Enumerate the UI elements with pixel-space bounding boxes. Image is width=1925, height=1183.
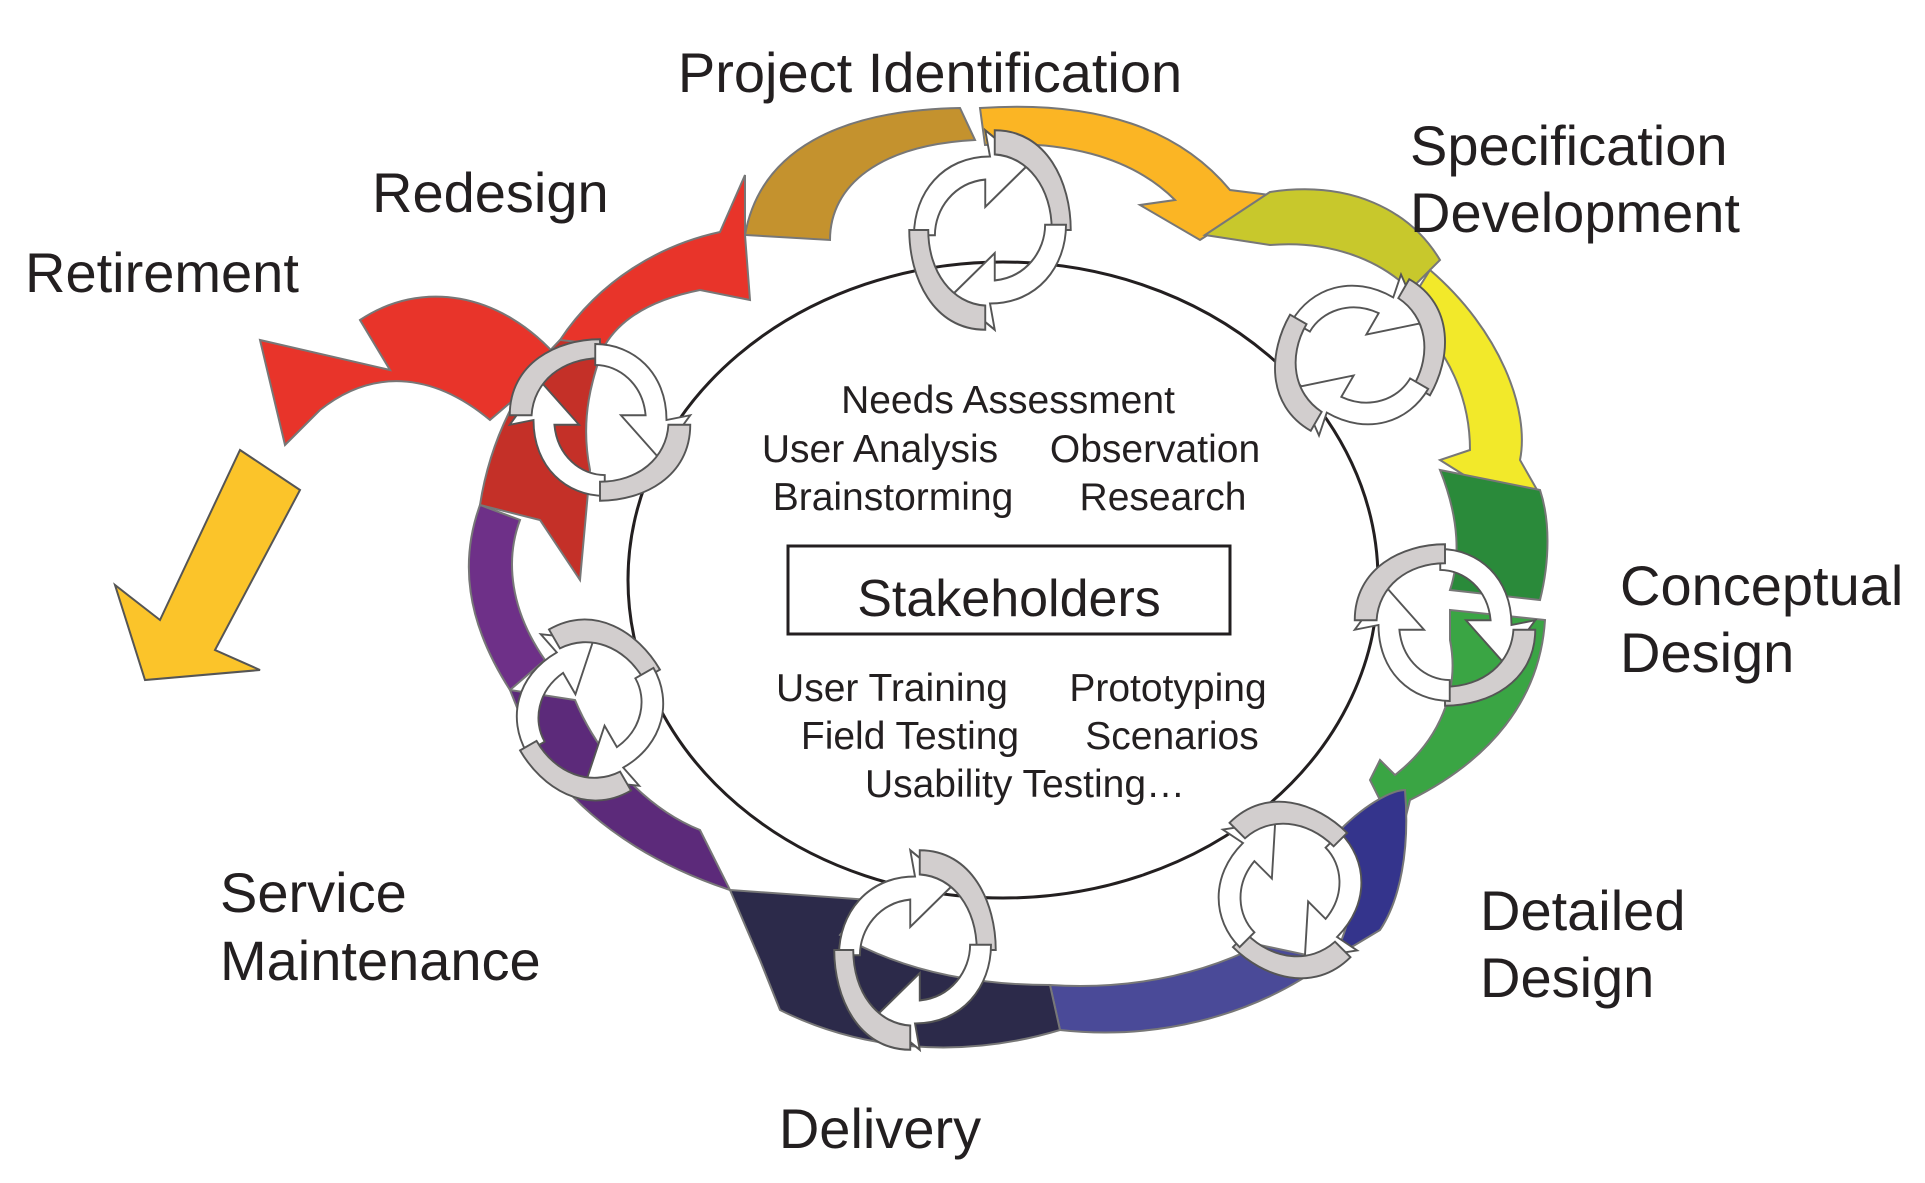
label-development: Development: [1410, 181, 1740, 244]
label-service: Service: [220, 861, 407, 924]
activity-needs-assessment: Needs Assessment: [841, 379, 1175, 422]
activity-user-analysis: User Analysis: [762, 428, 998, 471]
label-retirement: Retirement: [25, 241, 299, 304]
stakeholders-label: Stakeholders: [857, 570, 1161, 628]
arrow-retirement: [258, 295, 562, 447]
stakeholders-box: [786, 544, 1232, 636]
activity-user-training: User Training: [776, 667, 1008, 710]
label-detailed-design: Design: [1480, 946, 1654, 1009]
label-conceptual: Conceptual: [1620, 554, 1903, 617]
label-conceptual-design: Design: [1620, 621, 1794, 684]
label-detailed: Detailed: [1480, 879, 1685, 942]
activity-usability-testing: Usability Testing…: [865, 763, 1185, 806]
activity-prototyping: Prototyping: [1069, 667, 1266, 710]
label-specification: Specification: [1410, 114, 1728, 177]
label-project-identification: Project Identification: [678, 41, 1182, 104]
label-delivery: Delivery: [779, 1097, 981, 1160]
activity-brainstorming: Brainstorming: [773, 476, 1014, 519]
activity-scenarios: Scenarios: [1085, 715, 1258, 758]
arrow-spec-to-concept: [1202, 188, 1442, 292]
arrow-project-identification: [743, 106, 977, 242]
label-maintenance: Maintenance: [220, 929, 541, 992]
arrow-service-to-redesign: [467, 503, 547, 692]
activity-research: Research: [1080, 476, 1247, 519]
activity-observation: Observation: [1050, 428, 1260, 471]
label-redesign: Redesign: [372, 161, 609, 224]
arrow-redesign-to-project: [558, 174, 752, 347]
activity-field-testing: Field Testing: [801, 715, 1019, 758]
arrow-retirement-down: [113, 448, 302, 682]
